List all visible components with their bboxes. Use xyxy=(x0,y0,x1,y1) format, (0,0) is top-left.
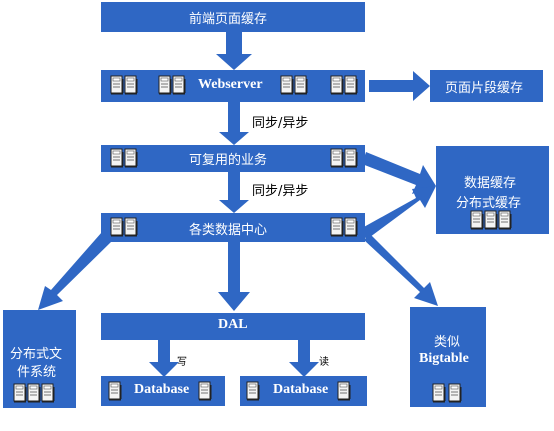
server-icon xyxy=(280,75,294,95)
data-centers-node: 各类数据中心 xyxy=(101,213,365,242)
dfs-label-line1: 分布式文 xyxy=(10,347,63,362)
bigtable-label-line2: Bigtable xyxy=(419,351,469,366)
bigtable-label-line1: 类似 xyxy=(434,335,461,350)
server-icon xyxy=(498,210,512,230)
arrow-reusable-to-datacache xyxy=(362,152,436,194)
server-icon xyxy=(110,75,124,95)
frontend-cache-label: 前端页面缓存 xyxy=(189,12,268,27)
database-write-label: Database xyxy=(134,382,190,397)
edge-label-write: 写 xyxy=(177,357,187,368)
reusable-services-node: 可复用的业务 xyxy=(101,145,365,172)
server-icon xyxy=(330,217,344,237)
arrow-datacenters-to-dal xyxy=(218,240,250,311)
server-icon xyxy=(27,383,41,403)
server-icon xyxy=(330,75,344,95)
edge-label-sync-async-1: 同步/异步 xyxy=(252,116,309,131)
server-icon xyxy=(294,75,308,95)
data-centers-label: 各类数据中心 xyxy=(189,223,268,238)
server-icon xyxy=(124,75,138,95)
arrow-datacenters-to-bigtable xyxy=(364,234,438,306)
server-icon xyxy=(246,381,260,401)
arrow-frontend-to-webserver xyxy=(216,31,252,70)
arrow-webserver-to-reusable xyxy=(219,102,249,145)
data-cache-label-line1: 数据缓存 xyxy=(464,176,517,191)
server-icon xyxy=(484,210,498,230)
server-icon xyxy=(13,383,27,403)
arrow-datacenters-to-dfs xyxy=(38,232,112,310)
server-icon xyxy=(124,217,138,237)
server-icon xyxy=(344,217,358,237)
server-icon xyxy=(432,383,446,403)
server-icon xyxy=(110,217,124,237)
server-icon xyxy=(172,75,186,95)
server-icon xyxy=(344,75,358,95)
arrow-dal-to-db-read xyxy=(289,338,319,377)
data-cache-label-line2: 分布式缓存 xyxy=(456,196,522,211)
server-icon xyxy=(124,148,138,168)
server-icon xyxy=(41,383,55,403)
arrow-dal-to-db-write xyxy=(149,338,179,377)
webserver-label: Webserver xyxy=(198,77,263,92)
server-icon xyxy=(470,210,484,230)
bigtable-node: 类似 Bigtable xyxy=(410,307,486,407)
dal-node: DAL xyxy=(101,313,365,340)
arrow-webserver-to-fragment-cache xyxy=(369,71,430,101)
frontend-cache-node: 前端页面缓存 xyxy=(101,2,365,32)
server-icon xyxy=(337,381,351,401)
server-icon xyxy=(110,148,124,168)
server-icon xyxy=(158,75,172,95)
dal-label: DAL xyxy=(218,317,248,332)
arrow-datacenters-to-datacache xyxy=(362,186,436,240)
reusable-services-label: 可复用的业务 xyxy=(189,153,268,168)
server-icon xyxy=(448,383,462,403)
server-icon xyxy=(330,148,344,168)
server-icon xyxy=(108,381,122,401)
edge-label-read: 读 xyxy=(319,357,329,368)
server-icon xyxy=(344,148,358,168)
server-icon xyxy=(198,381,212,401)
fragment-cache-label: 页面片段缓存 xyxy=(445,81,524,96)
dfs-label-line2: 件系统 xyxy=(17,365,57,380)
edge-label-sync-async-2: 同步/异步 xyxy=(252,184,309,199)
webserver-node: Webserver xyxy=(101,70,365,102)
fragment-cache-node: 页面片段缓存 xyxy=(430,70,543,102)
arrow-reusable-to-datacenters xyxy=(219,171,249,213)
database-read-label: Database xyxy=(273,382,329,397)
